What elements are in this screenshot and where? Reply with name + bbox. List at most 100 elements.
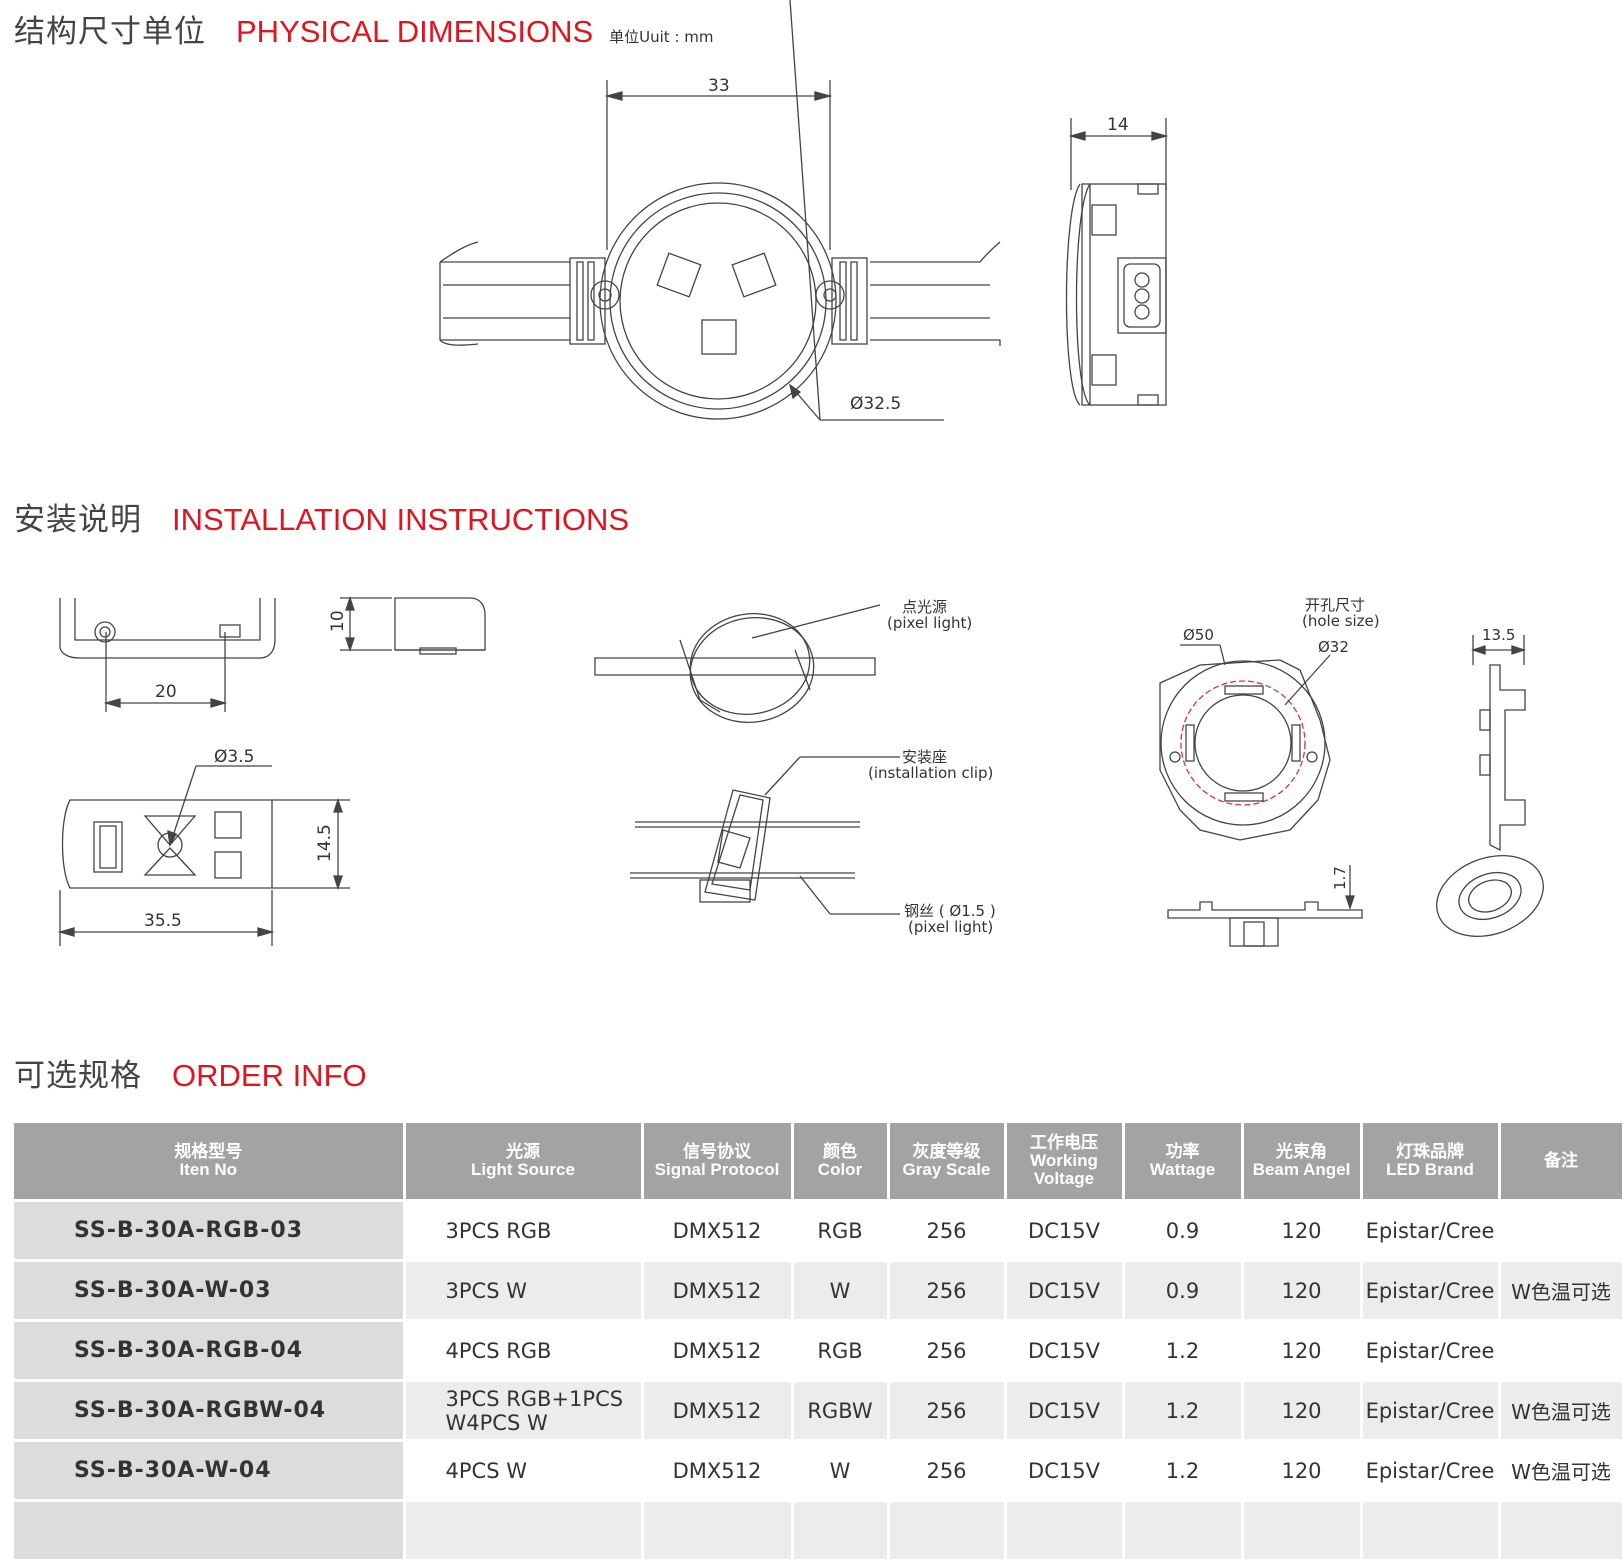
- pixel-light-cn: 点光源: [902, 598, 947, 616]
- header-remark: 备注: [1499, 1123, 1623, 1202]
- cell-brand: Epistar/Cree: [1361, 1440, 1501, 1502]
- drawings: Ø32.5 33 14 20: [57, 0, 1544, 947]
- cell-brand: [1361, 1500, 1501, 1562]
- cell-beam: 120: [1242, 1440, 1363, 1502]
- cell-watt: 0.9: [1123, 1260, 1244, 1322]
- cell-note: [1499, 1500, 1623, 1562]
- cell-gray: 256: [888, 1380, 1007, 1442]
- cell-model: SS-B-30A-RGBW-04: [14, 1380, 406, 1442]
- cell-voltage: DC15V: [1005, 1440, 1125, 1502]
- physical-heading: 结构尺寸单位 PHYSICAL DIMENSIONS 单位Uuit : mm: [14, 6, 714, 51]
- cell-beam: 120: [1242, 1380, 1363, 1442]
- cell-voltage: [1005, 1500, 1125, 1562]
- cell-beam: [1242, 1500, 1363, 1562]
- install-heading-cn: 安装说明: [14, 502, 142, 538]
- base-height-label: 14.5: [315, 824, 335, 862]
- wire-label-en: (pixel light): [908, 918, 993, 936]
- cell-gray: 256: [888, 1320, 1007, 1382]
- cell-voltage: DC15V: [1005, 1320, 1125, 1382]
- cell-watt: 1.2: [1123, 1440, 1244, 1502]
- cell-gray: 256: [888, 1200, 1007, 1262]
- cell-model: SS-B-30A-W-03: [14, 1260, 406, 1322]
- hole-size-cn: 开孔尺寸: [1305, 596, 1365, 614]
- cell-source: 4PCS RGB: [404, 1320, 644, 1382]
- cell-brand: Epistar/Cree: [1361, 1320, 1501, 1382]
- outer-dia-label: Ø50: [1183, 626, 1214, 644]
- physical-heading-cn: 结构尺寸单位: [14, 14, 206, 50]
- cell-gray: [888, 1500, 1007, 1562]
- cell-note: W色温可选: [1499, 1440, 1623, 1502]
- cell-note: W色温可选: [1499, 1380, 1623, 1442]
- cell-gray: 256: [888, 1260, 1007, 1322]
- front-view-drawing: Ø32.5 33: [439, 0, 1001, 421]
- diameter-label: Ø32.5: [850, 394, 901, 414]
- cell-watt: 0.9: [1123, 1200, 1244, 1262]
- cell-source: 3PCS RGB: [404, 1200, 644, 1262]
- ring-bottom-drawing: 1.7: [1167, 865, 1363, 947]
- cell-color: [792, 1500, 890, 1562]
- cell-protocol: DMX512: [642, 1380, 794, 1442]
- cell-watt: 1.2: [1123, 1320, 1244, 1382]
- cell-beam: 120: [1242, 1260, 1363, 1322]
- order-heading-cn: 可选规格: [14, 1058, 142, 1094]
- hole-size-en: (hole size): [1302, 612, 1380, 630]
- depth-label: 14: [1107, 115, 1129, 135]
- wire-label-cn: 钢丝 ( Ø1.5 ): [904, 902, 996, 920]
- thickness-label: 13.5: [1482, 626, 1515, 644]
- cell-voltage: DC15V: [1005, 1260, 1125, 1322]
- plate-label: 1.7: [1331, 866, 1349, 890]
- cell-color: RGB: [792, 1320, 890, 1382]
- ring-profile-drawing: 13.5: [1470, 626, 1527, 852]
- base-length-label: 35.5: [144, 911, 182, 931]
- cell-color: W: [792, 1440, 890, 1502]
- cell-model: SS-B-30A-RGB-03: [14, 1200, 406, 1262]
- cell-brand: Epistar/Cree: [1361, 1380, 1501, 1442]
- clip-label-en: (installation clip): [868, 764, 993, 782]
- clip-height-label: 10: [328, 610, 348, 632]
- cell-model: [14, 1500, 406, 1562]
- cell-color: RGB: [792, 1200, 890, 1262]
- pixel-light-en: (pixel light): [887, 614, 972, 632]
- cell-protocol: DMX512: [642, 1320, 794, 1382]
- cell-note: [1499, 1200, 1623, 1262]
- cell-protocol: DMX512: [642, 1200, 794, 1262]
- clip-top-drawing: 20 10: [59, 595, 486, 712]
- cell-color: RGBW: [792, 1380, 890, 1442]
- ring-iso-drawing: [1436, 854, 1544, 938]
- cell-protocol: DMX512: [642, 1260, 794, 1322]
- width-label: 33: [708, 76, 730, 96]
- cell-color: W: [792, 1260, 890, 1322]
- install-heading: 安装说明 INSTALLATION INSTRUCTIONS: [14, 494, 629, 539]
- cell-protocol: [642, 1500, 794, 1562]
- cell-model: SS-B-30A-RGB-04: [14, 1320, 406, 1382]
- order-heading: 可选规格 ORDER INFO: [14, 1050, 367, 1095]
- cell-voltage: DC15V: [1005, 1380, 1125, 1442]
- table-row: [14, 1500, 1623, 1562]
- inner-dia-label: Ø32: [1318, 638, 1349, 656]
- physical-heading-en: PHYSICAL DIMENSIONS: [236, 14, 594, 49]
- cell-brand: Epistar/Cree: [1361, 1200, 1501, 1262]
- clip-label-cn: 安装座: [902, 748, 947, 766]
- cell-beam: 120: [1242, 1320, 1363, 1382]
- cell-watt: [1123, 1500, 1244, 1562]
- cell-model: SS-B-30A-W-04: [14, 1440, 406, 1502]
- cell-protocol: DMX512: [642, 1440, 794, 1502]
- cell-brand: Epistar/Cree: [1361, 1260, 1501, 1322]
- cell-source: 4PCS W: [404, 1440, 644, 1502]
